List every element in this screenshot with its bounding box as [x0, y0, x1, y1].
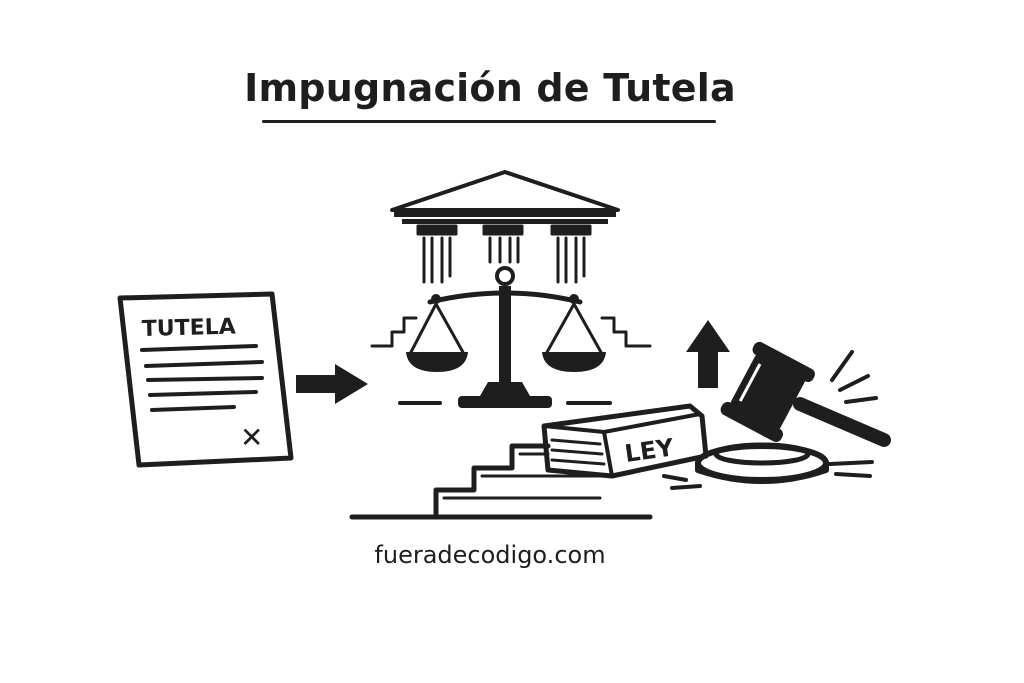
- book-label: LEY: [623, 433, 676, 468]
- courthouse-icon: [370, 170, 652, 405]
- arrow-right-icon: [296, 364, 368, 404]
- page-title: Impugnación de Tutela: [244, 66, 736, 110]
- scales-of-justice-icon: [406, 266, 606, 408]
- document-mark: ✕: [240, 421, 263, 454]
- stairs-icon: [349, 443, 653, 520]
- title-underline: [262, 120, 716, 123]
- gavel-icon: [662, 341, 891, 490]
- arrow-up-icon: [686, 320, 730, 388]
- law-book-icon: LEY: [541, 403, 709, 479]
- website-footer: fueradecodigo.com: [374, 541, 606, 569]
- document-label: TUTELA: [142, 315, 237, 342]
- document-icon: TUTELA ✕: [117, 291, 294, 468]
